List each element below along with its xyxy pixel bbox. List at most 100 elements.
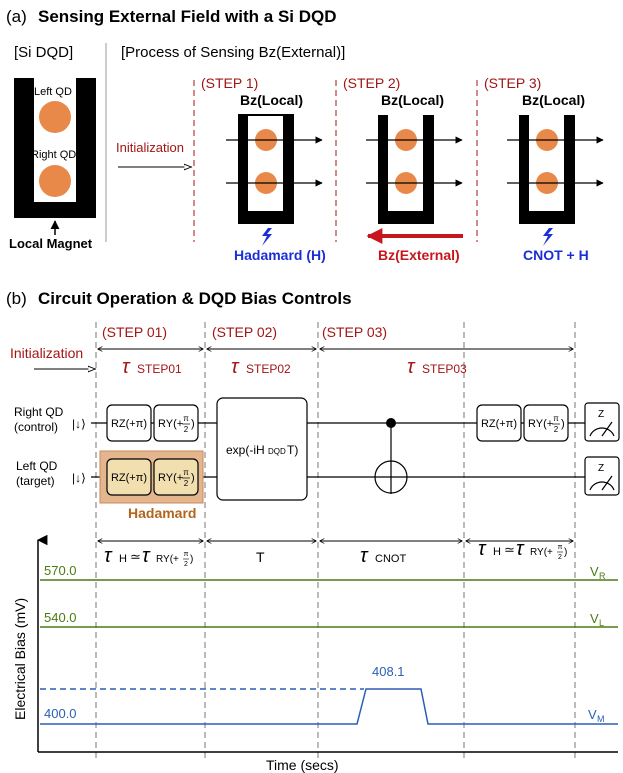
svg-text:≃: ≃	[130, 549, 141, 564]
svg-text:M: M	[597, 714, 605, 724]
ry-gate: RY(+ π 2 )	[523, 404, 569, 442]
svg-text:π: π	[183, 468, 189, 477]
series-vm-line	[40, 688, 618, 725]
svg-text:L: L	[599, 618, 604, 628]
svg-text:τ: τ	[104, 545, 113, 567]
panel-b-label: (b)	[6, 289, 27, 308]
step1-field: Bz(Local)	[240, 92, 303, 108]
step1-caption: Hadamard (H)	[234, 247, 326, 263]
step2-label: (STEP 2)	[343, 75, 400, 91]
lightning-icon	[262, 228, 272, 246]
svg-text:): )	[191, 472, 195, 484]
svg-text:DQD: DQD	[268, 447, 286, 456]
svg-text:STEP03: STEP03	[422, 362, 467, 376]
svg-text:τ: τ	[142, 545, 151, 567]
svg-text:V: V	[590, 611, 599, 626]
step2-field: Bz(Local)	[381, 92, 444, 108]
svg-text:RZ(+π): RZ(+π)	[481, 418, 517, 430]
left-qd-ket: |↓⟩	[72, 471, 86, 485]
series-label-vl: V L	[590, 611, 604, 628]
right-qd-label: Right QD	[31, 149, 76, 161]
rz-gate: RZ(+π)	[106, 458, 152, 496]
tau-cnot-label: τ CNOT	[360, 545, 406, 567]
right-qd-name: Right QD	[14, 405, 64, 419]
svg-text:2: 2	[184, 561, 188, 568]
svg-text:≃: ≃	[504, 542, 515, 557]
svg-text:RY(+: RY(+	[158, 472, 183, 484]
svg-text:Z: Z	[598, 463, 604, 474]
svg-text:τ: τ	[478, 538, 487, 560]
tau-step02: τ STEP02	[231, 356, 291, 378]
svg-text:): )	[561, 418, 565, 430]
svg-text:2: 2	[184, 479, 189, 488]
svg-text:RZ(+π): RZ(+π)	[111, 418, 147, 430]
y-axis-label: Electrical Bias (mV)	[12, 598, 28, 720]
svg-text:exp(-iH: exp(-iH	[226, 443, 265, 457]
step3: (STEP 3) Bz(Local) CNOT + H	[484, 75, 604, 263]
svg-text:R: R	[599, 571, 606, 581]
series-label-vm: V M	[588, 707, 605, 724]
svg-text:H: H	[493, 546, 501, 558]
svg-text:CNOT: CNOT	[375, 553, 406, 565]
step1: (STEP 1) Bz(Local) Hadamard (H)	[201, 75, 326, 263]
step03-label: (STEP 03)	[322, 324, 387, 340]
left-qd-label: Left QD	[34, 86, 72, 98]
svg-text:Z: Z	[598, 409, 604, 420]
svg-text:2: 2	[184, 425, 189, 434]
process-label: [Process of Sensing Bz(External)]	[121, 44, 345, 61]
step02-label: (STEP 02)	[212, 324, 277, 340]
x-axis-label: Time (secs)	[266, 757, 339, 773]
step1-label: (STEP 1)	[201, 75, 258, 91]
step2: (STEP 2) Bz(Local) Bz(External)	[343, 75, 463, 263]
svg-text:RY(+: RY(+	[158, 418, 183, 430]
step3-label: (STEP 3)	[484, 75, 541, 91]
hadamard-label: Hadamard	[128, 505, 196, 521]
svg-text:STEP02: STEP02	[246, 362, 291, 376]
meter-icon: Z	[584, 456, 620, 496]
t-label: T	[256, 549, 265, 565]
svg-text:π: π	[553, 414, 559, 423]
svg-text:π: π	[184, 551, 189, 558]
left-qd-name: Left QD	[16, 459, 58, 473]
cnot-gate	[374, 418, 408, 494]
tau-h-label: τ H ≃ τ RY(+ π 2 )	[478, 538, 567, 561]
step2-caption: Bz(External)	[378, 247, 460, 263]
svg-text:RY(+: RY(+	[156, 554, 179, 565]
init-label-a: Initialization	[116, 140, 184, 155]
svg-text:V: V	[588, 707, 597, 722]
panel-b-title: Circuit Operation & DQD Bias Controls	[38, 289, 352, 308]
tau-step03: τ STEP03	[407, 356, 467, 378]
panel-a-title: Sensing External Field with a Si DQD	[38, 7, 337, 26]
tick-label: 570.0	[44, 563, 77, 578]
time-separators	[95, 322, 576, 758]
tau-h-label: τ H ≃ τ RY(+ π 2 )	[104, 545, 193, 568]
svg-text:π: π	[558, 544, 563, 551]
svg-text:V: V	[590, 564, 599, 579]
svg-text:τ: τ	[122, 356, 131, 378]
svg-text:τ: τ	[231, 356, 240, 378]
left-qd-dot	[39, 101, 71, 133]
right-qd-role: (control)	[14, 420, 58, 434]
init-label-b: Initialization	[10, 345, 83, 361]
rz-gate: RZ(+π)	[476, 404, 522, 442]
svg-text:2: 2	[554, 425, 559, 434]
dqd-device: Left QD Right QD	[14, 78, 96, 218]
svg-text:τ: τ	[360, 545, 369, 567]
ry-gate: RY(+ π 2 )	[153, 458, 199, 496]
right-qd-dot	[39, 165, 71, 197]
svg-text:2: 2	[558, 554, 562, 561]
panel-a-label: (a)	[6, 7, 27, 26]
svg-text:): )	[190, 554, 193, 565]
svg-text:RY(+: RY(+	[530, 547, 553, 558]
step3-field: Bz(Local)	[522, 92, 585, 108]
lightning-icon	[543, 228, 553, 246]
chart-plot	[40, 579, 618, 725]
dqd-label: [Si DQD]	[14, 44, 73, 61]
meter-icon: Z	[584, 402, 620, 442]
svg-text:π: π	[183, 414, 189, 423]
svg-text:): )	[191, 418, 195, 430]
step01-label: (STEP 01)	[102, 324, 167, 340]
evolution-gate: exp(-iH DQD T)	[216, 397, 308, 501]
right-qd-ket: |↓⟩	[72, 417, 86, 431]
ry-gate: RY(+ π 2 )	[153, 404, 199, 442]
